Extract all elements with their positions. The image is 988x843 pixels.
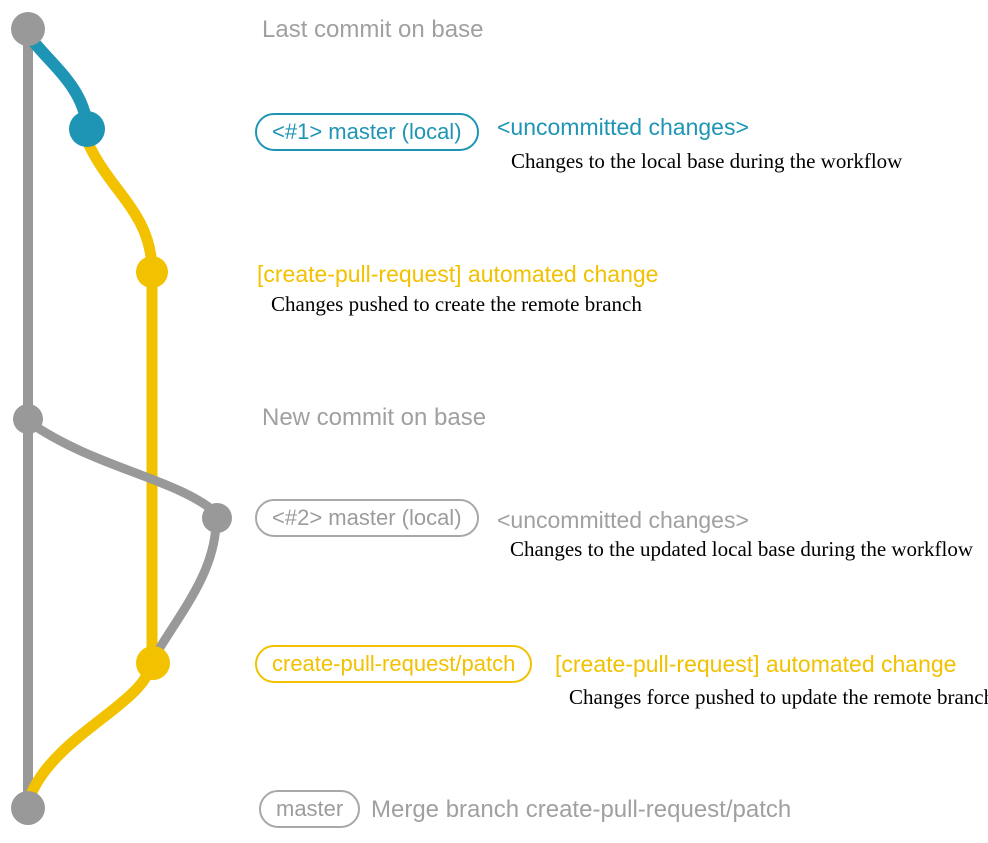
master-local-2-badge: <#2> master (local) — [255, 499, 479, 538]
local-master-1-node — [69, 111, 105, 147]
rebase-edge — [151, 519, 221, 659]
automated-change-1-desc: Changes pushed to create the remote bran… — [271, 292, 642, 316]
master-local-1-badge: <#1> master (local) — [255, 113, 479, 152]
create-branch-edge — [83, 139, 158, 274]
uncommitted-changes-1-desc: Changes to the local base during the wor… — [511, 149, 903, 173]
automated-change-1-note: [create-pull-request] automated change — [257, 261, 659, 287]
master-badge: master — [259, 790, 361, 829]
merge-commit-node — [11, 791, 45, 825]
local-change-1-edge — [23, 30, 93, 132]
new-base-commit-node — [13, 404, 43, 434]
base-to-local-2-edge — [24, 417, 220, 517]
uncommitted-changes-1-note: <uncommitted changes> — [497, 114, 749, 140]
local-master-2-node — [202, 503, 232, 533]
automated-change-2-note: [create-pull-request] automated change — [555, 651, 957, 677]
automated-change-2-node — [136, 646, 170, 680]
last-commit-node — [11, 12, 45, 46]
new-commit-label: New commit on base — [262, 404, 487, 431]
merge-branch-label: Merge branch create-pull-request/patch — [371, 796, 792, 823]
automated-change-2-desc: Changes force pushed to update the remot… — [569, 685, 988, 709]
merge-edge — [24, 661, 156, 803]
automated-change-1-node — [136, 256, 168, 288]
uncommitted-changes-2-note: <uncommitted changes> — [497, 507, 749, 533]
last-commit-label: Last commit on base — [262, 16, 484, 43]
uncommitted-changes-2-desc: Changes to the updated local base during… — [510, 537, 974, 561]
patch-branch-badge: create-pull-request/patch — [255, 645, 533, 684]
